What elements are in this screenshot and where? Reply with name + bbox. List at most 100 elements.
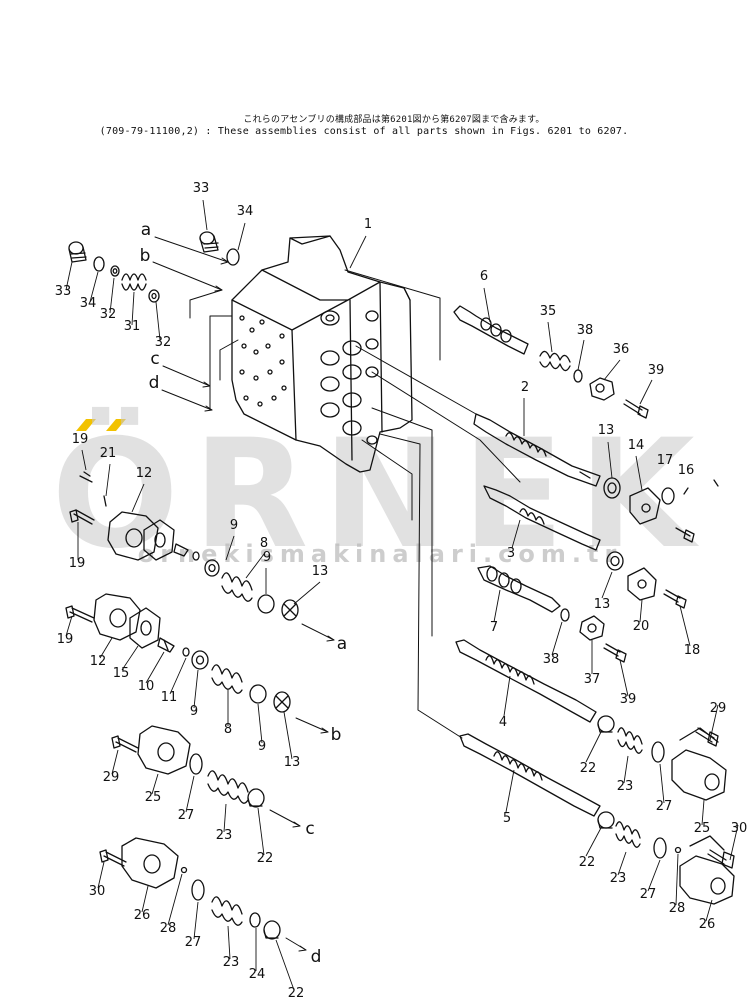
callout-part-29: 29 (710, 701, 727, 716)
washer-11-top (192, 551, 200, 561)
callout-part-34: 34 (80, 296, 97, 311)
cap-17 (661, 487, 675, 505)
port-letter-d: d (149, 373, 160, 393)
cap-33-top (199, 231, 219, 253)
port-letter-d: d (311, 947, 322, 967)
plate-15-top (143, 519, 175, 561)
port-arrows-body (152, 236, 229, 412)
bolt-29-right (695, 727, 719, 747)
callout-part-19: 19 (72, 432, 89, 447)
callout-part-27: 27 (640, 887, 657, 902)
callout-part-9: 9 (190, 704, 198, 719)
callout-part-23: 23 (617, 779, 634, 794)
callout-part-11: 11 (161, 690, 178, 705)
spool-4 (455, 639, 597, 723)
washer-32-a (110, 265, 120, 277)
spool-6 (453, 305, 529, 355)
callout-part-22: 22 (579, 855, 596, 870)
cover-26-right (679, 835, 735, 905)
plate-15-mid (129, 607, 161, 649)
cover-26-left (121, 837, 179, 889)
bolt-18 (663, 589, 687, 609)
callout-part-23: 23 (223, 955, 240, 970)
callout-part-3: 3 (507, 546, 515, 561)
plug-37 (579, 615, 605, 641)
callout-part-15: 15 (113, 666, 130, 681)
spring-23-a (617, 727, 643, 754)
callout-part-23: 23 (216, 828, 233, 843)
cover-25-left (137, 725, 191, 775)
washer-24 (249, 912, 261, 928)
callout-part-30: 30 (89, 884, 106, 899)
header-english-note: (709-79-11100,2) : These assemblies cons… (99, 126, 629, 137)
callout-layer: 3334133343231326353836392131417161921121… (55, 181, 748, 998)
callout-part-33: 33 (193, 181, 210, 196)
callout-part-28: 28 (669, 901, 686, 916)
callout-part-13: 13 (598, 423, 615, 438)
callout-part-24: 24 (249, 967, 266, 982)
callout-part-27: 27 (178, 808, 195, 823)
callout-leaders (65, 199, 739, 991)
spool-2 (473, 413, 601, 487)
port-arrow-c (269, 809, 301, 828)
plug-10-mid (157, 637, 175, 653)
callout-part-13: 13 (312, 564, 329, 579)
cap-22-b (597, 811, 615, 829)
oring-27-c (189, 753, 203, 775)
cap-9-a (204, 559, 220, 577)
cap-22-d (263, 920, 281, 940)
port-letter-b: b (140, 246, 151, 266)
callout-part-19: 19 (69, 556, 86, 571)
callout-part-38: 38 (543, 652, 560, 667)
oring-34-top (226, 248, 240, 266)
callout-part-12: 12 (136, 466, 153, 481)
spring-23-b (615, 821, 641, 848)
seal-13-b (273, 691, 291, 713)
washer-32-b (148, 289, 160, 303)
callout-part-19: 19 (57, 632, 74, 647)
callout-part-21: 21 (100, 446, 117, 461)
cap-9-c (191, 650, 209, 670)
callout-part-9: 9 (263, 550, 271, 565)
bolt-39-top (623, 399, 649, 419)
callout-part-32: 32 (155, 335, 172, 350)
callout-part-10: 10 (138, 679, 155, 694)
washer-11-mid (182, 647, 190, 657)
body-spool-bores (320, 310, 379, 445)
callout-part-37: 37 (584, 672, 601, 687)
spool-7 (477, 565, 561, 613)
callout-part-7: 7 (490, 620, 498, 635)
plug-36 (589, 377, 615, 401)
callout-part-12: 12 (90, 654, 107, 669)
spool-5 (459, 733, 601, 817)
seal-13-a (281, 599, 299, 621)
callout-part-6: 6 (480, 269, 488, 284)
oring-38-top (573, 369, 583, 383)
cap-33-left (68, 241, 87, 263)
callout-part-23: 23 (610, 871, 627, 886)
callout-part-26: 26 (134, 908, 151, 923)
cap-22-c (247, 788, 265, 808)
cover-12-mid (93, 593, 141, 641)
port-arrow-b (295, 717, 329, 734)
callout-part-25: 25 (694, 821, 711, 836)
plug-10-top (173, 543, 189, 557)
callout-part-18: 18 (684, 643, 701, 658)
spring-35 (539, 350, 571, 372)
callout-part-30: 30 (731, 821, 748, 836)
callout-part-22: 22 (288, 986, 305, 998)
spring-23-c (207, 770, 249, 804)
callout-part-33: 33 (55, 284, 72, 299)
callout-part-36: 36 (613, 342, 630, 357)
callout-part-29: 29 (103, 770, 120, 785)
port-letter-a: a (337, 634, 347, 654)
bolt-19-c (65, 605, 95, 623)
seal-13-upper (579, 471, 719, 487)
callout-part-22: 22 (580, 761, 597, 776)
cap-22-a (597, 715, 615, 733)
oring-34-left (93, 256, 105, 272)
spring-31 (121, 273, 147, 291)
port-letter-b: b (331, 725, 342, 745)
callout-part-4: 4 (499, 715, 507, 730)
